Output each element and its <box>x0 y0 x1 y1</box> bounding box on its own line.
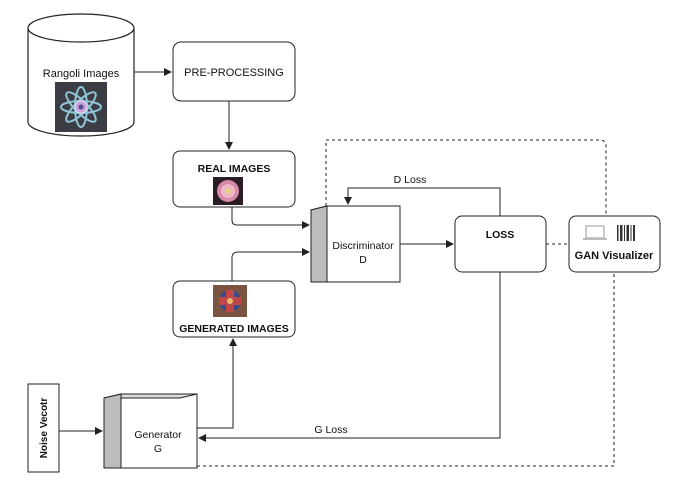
generator-label: Generator <box>134 429 182 441</box>
real-images-box: REAL IMAGES <box>172 150 296 208</box>
barcode-icon <box>617 225 635 241</box>
rangoli-images-database: Rangoli Images <box>27 13 135 137</box>
real-image-thumbnail <box>213 177 243 205</box>
discriminator-symbol: D <box>359 254 367 266</box>
visualizer-dashed-links <box>197 139 615 467</box>
pre-processing-label: PRE-PROCESSING <box>184 67 284 79</box>
generator-symbol: G <box>154 443 162 455</box>
arrow-real-images-to-discriminator <box>231 207 310 229</box>
generated-image-thumbnail <box>213 285 247 317</box>
gan-visualizer-label: GAN Visualizer <box>575 250 654 262</box>
arrow-d-loss-feedback <box>344 187 501 216</box>
rangoli-image-thumbnail <box>55 82 107 132</box>
noise-vector-label: Noise Vecotr <box>39 398 50 459</box>
monitor-icon <box>583 225 607 240</box>
discriminator-block: Discriminator D <box>310 205 401 283</box>
gan-visualizer-box: GAN Visualizer <box>568 215 661 273</box>
loss-box: LOSS <box>454 215 547 273</box>
real-images-label: REAL IMAGES <box>198 163 271 175</box>
rangoli-images-label: Rangoli Images <box>43 68 120 80</box>
pre-processing-box: PRE-PROCESSING <box>172 41 296 102</box>
loss-label: LOSS <box>486 229 515 241</box>
g-loss-label: G Loss <box>314 424 347 436</box>
noise-vector-box: Noise Vecotr <box>27 383 60 473</box>
generator-block: Generator G <box>103 393 198 469</box>
discriminator-label: Discriminator <box>332 240 394 252</box>
generated-images-box: GENERATED IMAGES <box>172 280 296 338</box>
connectors <box>59 68 501 442</box>
arrow-generator-to-generated-images <box>197 338 237 429</box>
arrow-g-loss-feedback <box>198 272 501 442</box>
dashed-link-discriminator-to-visualizer <box>325 139 607 216</box>
d-loss-label: D Loss <box>394 174 427 186</box>
dashed-link-generator-to-visualizer <box>197 272 615 467</box>
generated-images-label: GENERATED IMAGES <box>179 323 288 335</box>
arrow-generated-images-to-discriminator <box>231 248 310 281</box>
